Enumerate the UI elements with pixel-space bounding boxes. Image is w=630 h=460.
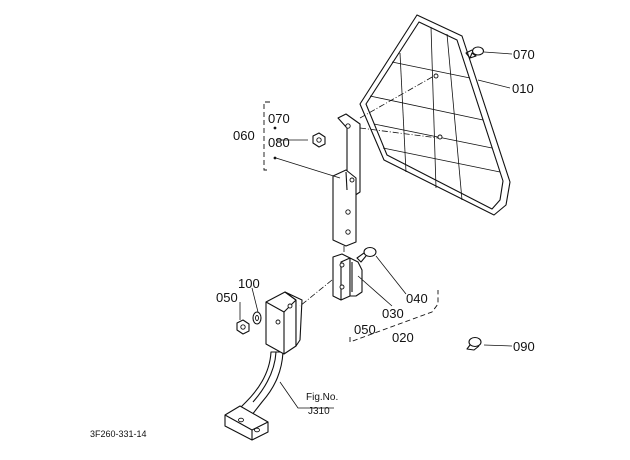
group-bracket-060 [263, 101, 277, 171]
callout-080: 080 [268, 135, 290, 150]
callout-070-group: 070 [268, 111, 290, 126]
callout-050-group: 050 [354, 322, 376, 337]
clamp-030 [332, 253, 363, 301]
callout-060: 060 [233, 128, 255, 143]
nut-050 [236, 319, 250, 335]
callout-070-top: 070 [513, 47, 535, 62]
bolt-040 [356, 246, 377, 263]
fig-ref-prefix: Fig.No. [306, 392, 338, 403]
callout-030: 030 [382, 306, 404, 321]
bolt-070-top [465, 46, 485, 59]
callout-labels: 070 010 060 070 080 040 030 050 020 100 … [90, 47, 535, 439]
bolt-090 [466, 336, 482, 351]
upper-bracket-060 [332, 113, 361, 247]
callout-010: 010 [512, 81, 534, 96]
callout-090: 090 [513, 339, 535, 354]
leader-lines [239, 51, 513, 409]
stay-bracket [224, 291, 303, 441]
group-bracket-020 [349, 290, 439, 343]
drawing-id: 3F260-331-14 [90, 429, 147, 439]
callout-050-left: 050 [216, 290, 238, 305]
callout-040: 040 [406, 291, 428, 306]
callout-100: 100 [238, 276, 260, 291]
callout-020: 020 [392, 330, 414, 345]
washer-100 [252, 311, 262, 325]
fig-ref-number: J310 [308, 406, 330, 417]
nut-080 [312, 132, 326, 148]
wire-guard-010 [359, 14, 511, 216]
